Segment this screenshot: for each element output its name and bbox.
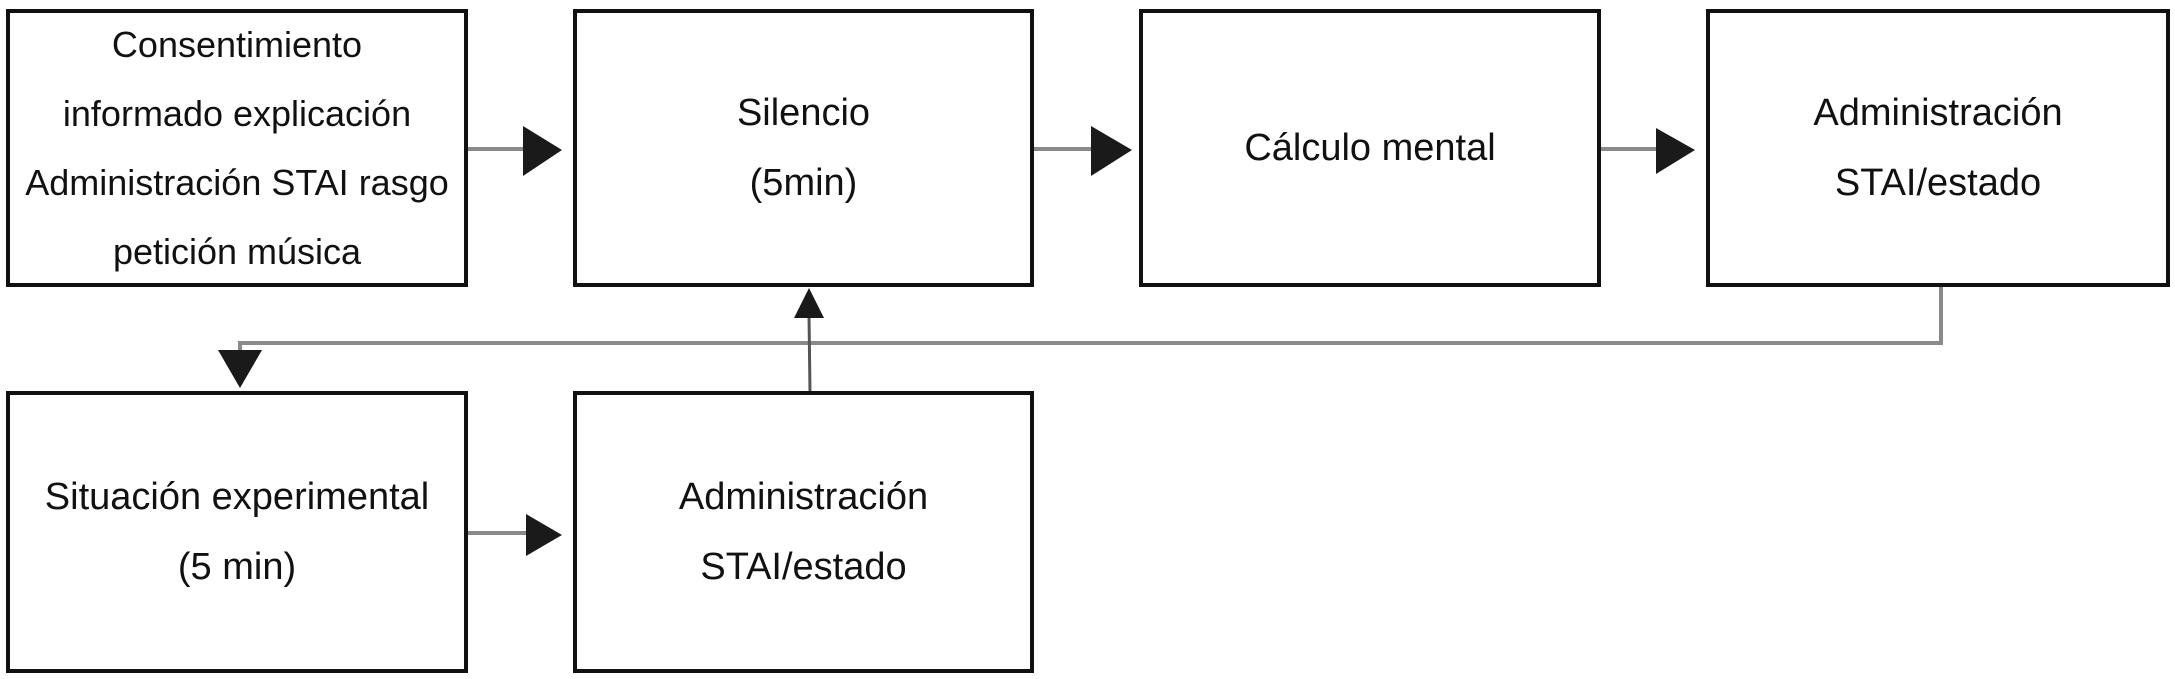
box-text-line: Administración STAI rasgo: [25, 162, 449, 203]
calculo-mental-box: Cálculo mental: [1139, 9, 1601, 287]
box-text-line: Silencio: [736, 92, 871, 134]
silencio-box: Silencio (5min): [573, 9, 1034, 287]
box-text-line: (5min): [749, 162, 858, 204]
box-text-line: STAI/estado: [700, 546, 907, 588]
arrow-stai-estado-to-silencio: [794, 288, 824, 393]
arrow-stai-estado-to-situacion: [218, 286, 1943, 388]
arrow-situacion-to-stai-estado: [468, 514, 562, 556]
box-text-line: Cálculo mental: [1244, 127, 1496, 169]
arrow-calculo-to-stai-estado: [1601, 128, 1695, 174]
box-text-line: STAI/estado: [1834, 162, 2042, 204]
stai-estado-top-box: Administración STAI/estado: [1706, 9, 2170, 287]
consentimiento-box: Consentimiento informado explicación Adm…: [6, 9, 468, 287]
box-text-line: Situación experimental: [44, 476, 430, 518]
box-text-line: Administración: [678, 476, 929, 518]
box-text-line: (5 min): [177, 546, 297, 588]
box-text-line: informado explicación: [62, 93, 412, 134]
stai-estado-bottom-box: Administración STAI/estado: [573, 391, 1034, 673]
box-text-line: Consentimiento: [111, 24, 363, 65]
box-text-line: Administración: [1813, 92, 2063, 134]
situacion-experimental-box: Situación experimental (5 min): [6, 391, 468, 673]
arrow-consentimiento-to-silencio: [468, 126, 562, 176]
box-text-line: petición música: [112, 231, 362, 272]
arrow-silencio-to-calculo: [1034, 126, 1132, 176]
